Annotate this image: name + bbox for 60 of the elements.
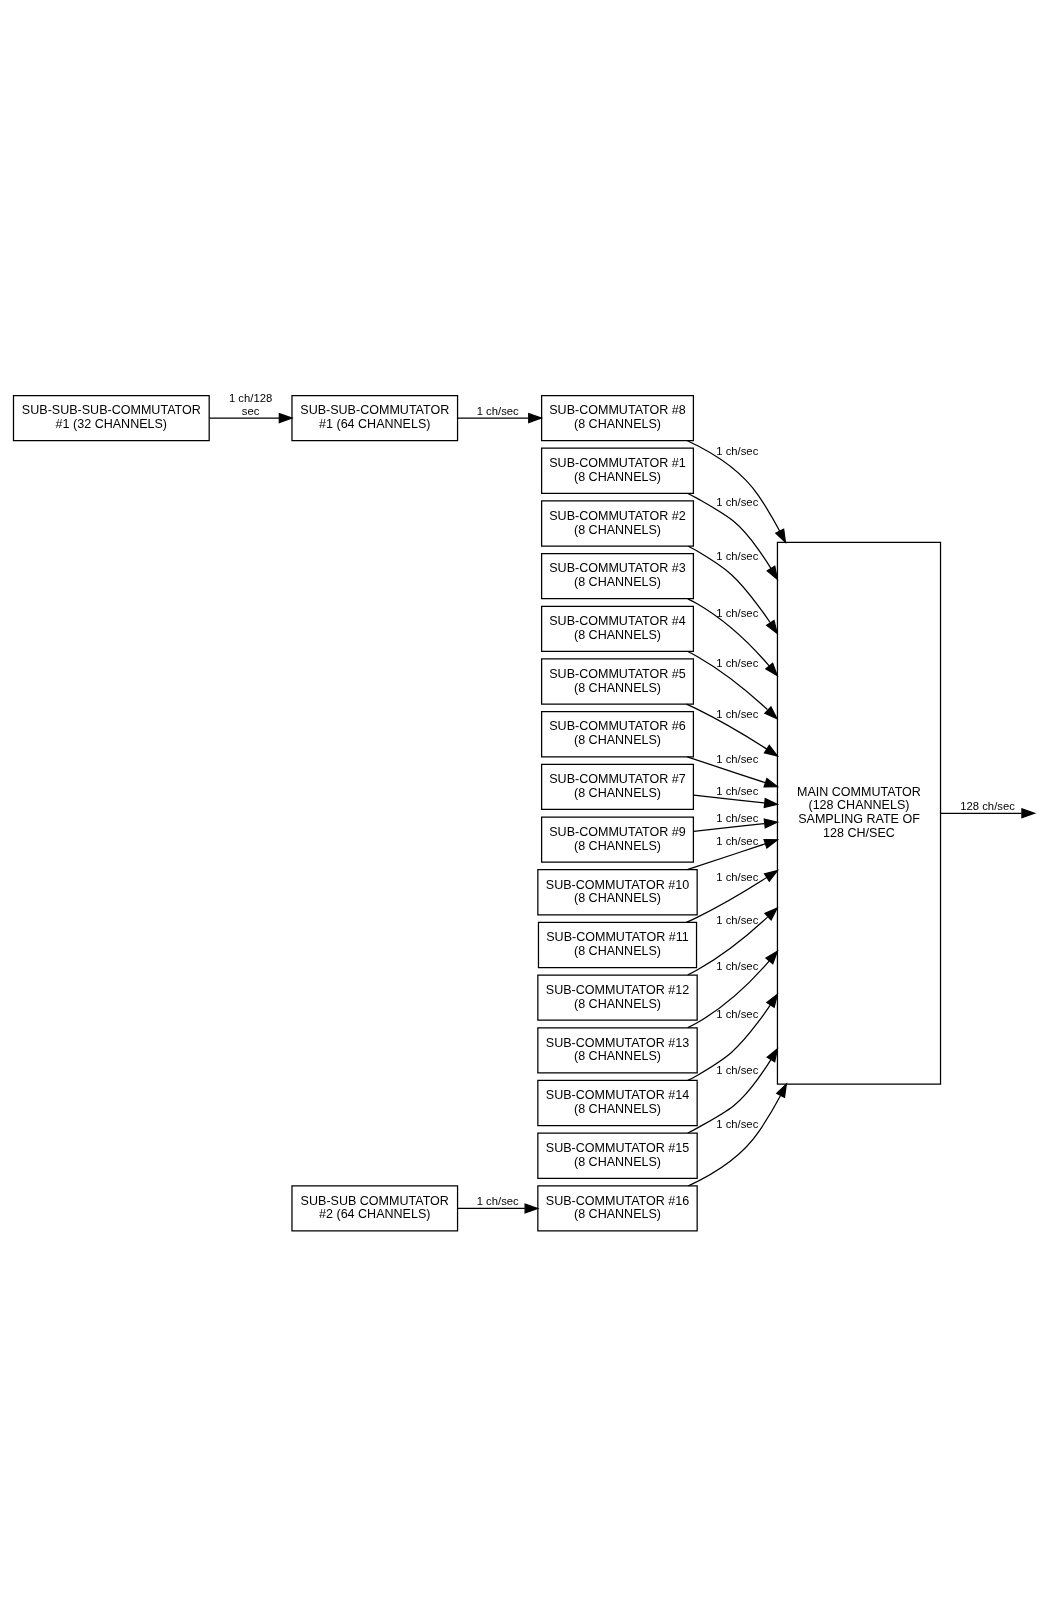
edge-label: 1 ch/sec — [716, 1063, 759, 1076]
edge-label: 1 ch/sec — [716, 959, 759, 972]
node-box: SUB-COMMUTATOR #16 (8 CHANNELS) — [537, 1184, 698, 1232]
node-box: SUB-COMMUTATOR #7 (8 CHANNELS) — [541, 763, 695, 810]
arrow — [940, 807, 1037, 819]
edge-label: 1 ch/sec — [716, 495, 759, 508]
edge-label: 1 ch/sec — [476, 1194, 519, 1207]
arrow — [685, 703, 779, 757]
node-box: SUB-SUB-COMMUTATOR #1 (64 CHANNELS) — [291, 394, 459, 441]
arrow — [687, 650, 779, 720]
edge-label: 1 ch/sec — [716, 784, 759, 797]
node-box: SUB-SUB-SUB-COMMUTATOR #1 (32 CHANNELS) — [12, 394, 210, 441]
edge-label: 1 ch/sec — [476, 404, 519, 417]
arrow — [686, 838, 780, 870]
edge-label: 1 ch/sec — [716, 752, 759, 765]
node-box: SUB-COMMUTATOR #12 (8 CHANNELS) — [537, 973, 698, 1021]
edge-label: 1 ch/sec — [716, 444, 759, 457]
node-box: SUB-COMMUTATOR #2 (8 CHANNELS) — [541, 499, 695, 547]
edge-label: 1 ch/sec — [716, 811, 759, 824]
arrow — [693, 794, 780, 808]
node-box: SUB-COMMUTATOR #15 (8 CHANNELS) — [537, 1132, 698, 1179]
node-box: SUB-COMMUTATOR #4 (8 CHANNELS) — [541, 605, 695, 652]
node-box: SUB-COMMUTATOR #6 (8 CHANNELS) — [541, 710, 695, 757]
node-box: SUB-COMMUTATOR #11 (8 CHANNELS) — [537, 921, 698, 968]
arrow — [687, 492, 779, 581]
edge-label: 1 ch/sec — [716, 606, 759, 619]
edge-label: 128 ch/sec — [960, 799, 1015, 812]
node-box: SUB-COMMUTATOR #3 (8 CHANNELS) — [541, 552, 695, 599]
node-box: SUB-COMMUTATOR #10 (8 CHANNELS) — [537, 868, 698, 915]
arrow — [685, 869, 779, 923]
edge-label: 1 ch/sec — [716, 707, 759, 720]
node-box: SUB-COMMUTATOR #8 (8 CHANNELS) — [541, 394, 695, 441]
arrow — [687, 906, 779, 976]
arrow — [687, 949, 779, 1028]
arrow — [687, 992, 779, 1081]
node-box: SUB-COMMUTATOR #13 (8 CHANNELS) — [537, 1026, 698, 1074]
node-box: SUB-SUB COMMUTATOR #2 (64 CHANNELS) — [291, 1184, 459, 1232]
edge-label: 1 ch/sec — [716, 913, 759, 926]
node-box: SUB-COMMUTATOR #1 (8 CHANNELS) — [541, 447, 695, 494]
edge-label: 1 ch/sec — [716, 549, 759, 562]
arrow — [208, 412, 294, 423]
node-box: SUB-COMMUTATOR #5 (8 CHANNELS) — [541, 657, 695, 705]
edge-label: 1 ch/sec — [716, 656, 759, 669]
arrow — [687, 545, 779, 635]
edge-label: 1 ch/sec — [716, 870, 759, 883]
arrow — [693, 817, 780, 832]
arrow — [457, 1202, 540, 1214]
node-box: SUB-COMMUTATOR #14 (8 CHANNELS) — [537, 1079, 698, 1126]
edge-label: 1 ch/128 sec — [228, 391, 273, 417]
arrow — [687, 597, 779, 677]
edge-label: 1 ch/sec — [716, 834, 759, 847]
edge-label: 1 ch/sec — [716, 1007, 759, 1020]
node-box: MAIN COMMUTATOR (128 CHANNELS) SAMPLING RATE OF 128 CH/SEC — [776, 541, 942, 1085]
arrow — [686, 755, 780, 788]
arrow — [687, 1082, 788, 1186]
edge-label: 1 ch/sec — [716, 1117, 759, 1130]
arrow — [687, 1046, 779, 1134]
node-box: SUB-COMMUTATOR #9 (8 CHANNELS) — [541, 815, 695, 863]
arrow — [457, 412, 544, 423]
arrow — [686, 439, 787, 544]
